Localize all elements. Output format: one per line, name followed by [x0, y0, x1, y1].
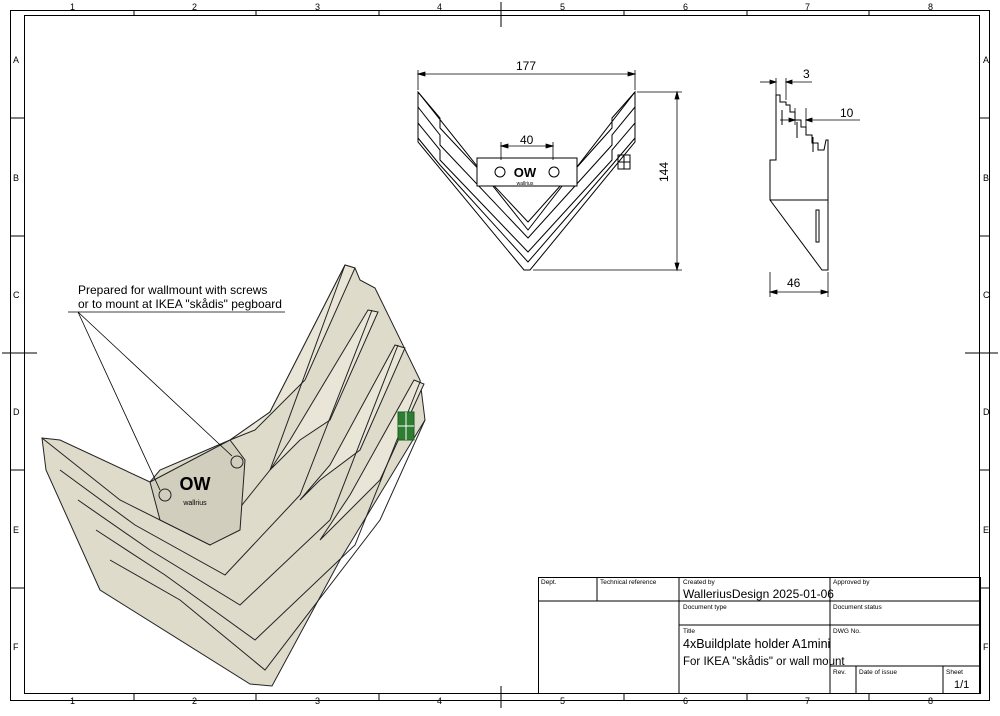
tb-dept-label: Dept. [541, 579, 557, 586]
dim-front-height: 144 [657, 161, 671, 182]
row-label-e: E [13, 525, 20, 535]
tb-doc-status-label: Document status [833, 604, 882, 611]
tb-title-line-2: For IKEA "skådis" or wall mount [683, 656, 845, 668]
tb-created-by-value: WalleriusDesign 2025-01-06 [683, 587, 834, 601]
tb-tech-ref-label: Technical reference [600, 579, 657, 586]
col-label-4: 4 [437, 2, 443, 12]
row-label-a: A [13, 55, 20, 65]
tb-dwg-no-label: DWG No. [833, 628, 861, 635]
row-label-f-right: F [983, 642, 989, 652]
dim-side-step: 10 [840, 106, 854, 120]
row-label-d-right: D [983, 407, 990, 417]
iso-logo-text: OW [180, 474, 211, 494]
tb-approved-by-label: Approved by [833, 579, 870, 586]
col-label-5: 5 [560, 2, 566, 12]
row-label-e-right: E [983, 525, 990, 535]
tb-rev-label: Rev. [833, 669, 846, 676]
side-view [769, 94, 829, 271]
iso-logo-subtext: wallrius [182, 500, 207, 507]
annotation-leaders [68, 311, 285, 491]
tb-title-label: Title [683, 628, 696, 635]
col-label-1-bottom: 1 [70, 696, 76, 706]
col-label-4-bottom: 4 [437, 696, 443, 706]
dim-front-slot: 40 [520, 133, 534, 147]
sheet-frame [10, 10, 990, 701]
dim-side-top: 3 [803, 67, 810, 81]
isometric-view [41, 264, 426, 687]
col-label-3: 3 [315, 2, 321, 12]
col-label-8-bottom: 8 [928, 696, 934, 706]
front-dimensions [416, 70, 682, 272]
col-label-8: 8 [928, 2, 934, 12]
annotation-line-2: or to mount at IKEA "skådis" pegboard [78, 297, 282, 311]
annotation-line-1: Prepared for wallmount with screws [78, 283, 268, 297]
logo-subtext: wallrius [517, 181, 534, 187]
row-label-f: F [13, 642, 19, 652]
tb-date-issue-label: Date of issue [859, 669, 897, 676]
title-block [538, 577, 981, 694]
dim-front-width: 177 [516, 59, 537, 73]
col-label-7: 7 [805, 2, 811, 12]
side-dimensions [760, 78, 860, 297]
front-logo: OW wallrius [514, 165, 537, 187]
row-label-b: B [13, 173, 20, 183]
col-label-1: 1 [70, 2, 76, 12]
row-label-d: D [13, 407, 20, 417]
tb-sheet-label: Sheet [946, 669, 963, 676]
col-label-5-bottom: 5 [560, 696, 566, 706]
dim-side-depth: 46 [787, 276, 801, 290]
row-label-b-right: B [983, 173, 990, 183]
col-label-7-bottom: 7 [805, 696, 811, 706]
row-label-c: C [13, 290, 20, 300]
col-label-6: 6 [683, 2, 689, 12]
col-label-3-bottom: 3 [315, 696, 321, 706]
col-label-2-bottom: 2 [192, 696, 198, 706]
tb-sheet-value: 1/1 [954, 679, 970, 691]
col-label-6-bottom: 6 [683, 696, 689, 706]
front-view [417, 90, 636, 271]
col-label-2: 2 [192, 2, 198, 12]
row-label-c-right: C [983, 290, 990, 300]
tb-title-line-1: 4xBuildplate holder A1mini [683, 637, 831, 651]
row-label-a-right: A [983, 55, 990, 65]
tb-doc-type-label: Document type [683, 604, 727, 611]
logo-text: OW [514, 165, 537, 180]
iso-logo: OW wallrius [180, 474, 211, 507]
tb-created-by-label: Created by [683, 579, 715, 586]
